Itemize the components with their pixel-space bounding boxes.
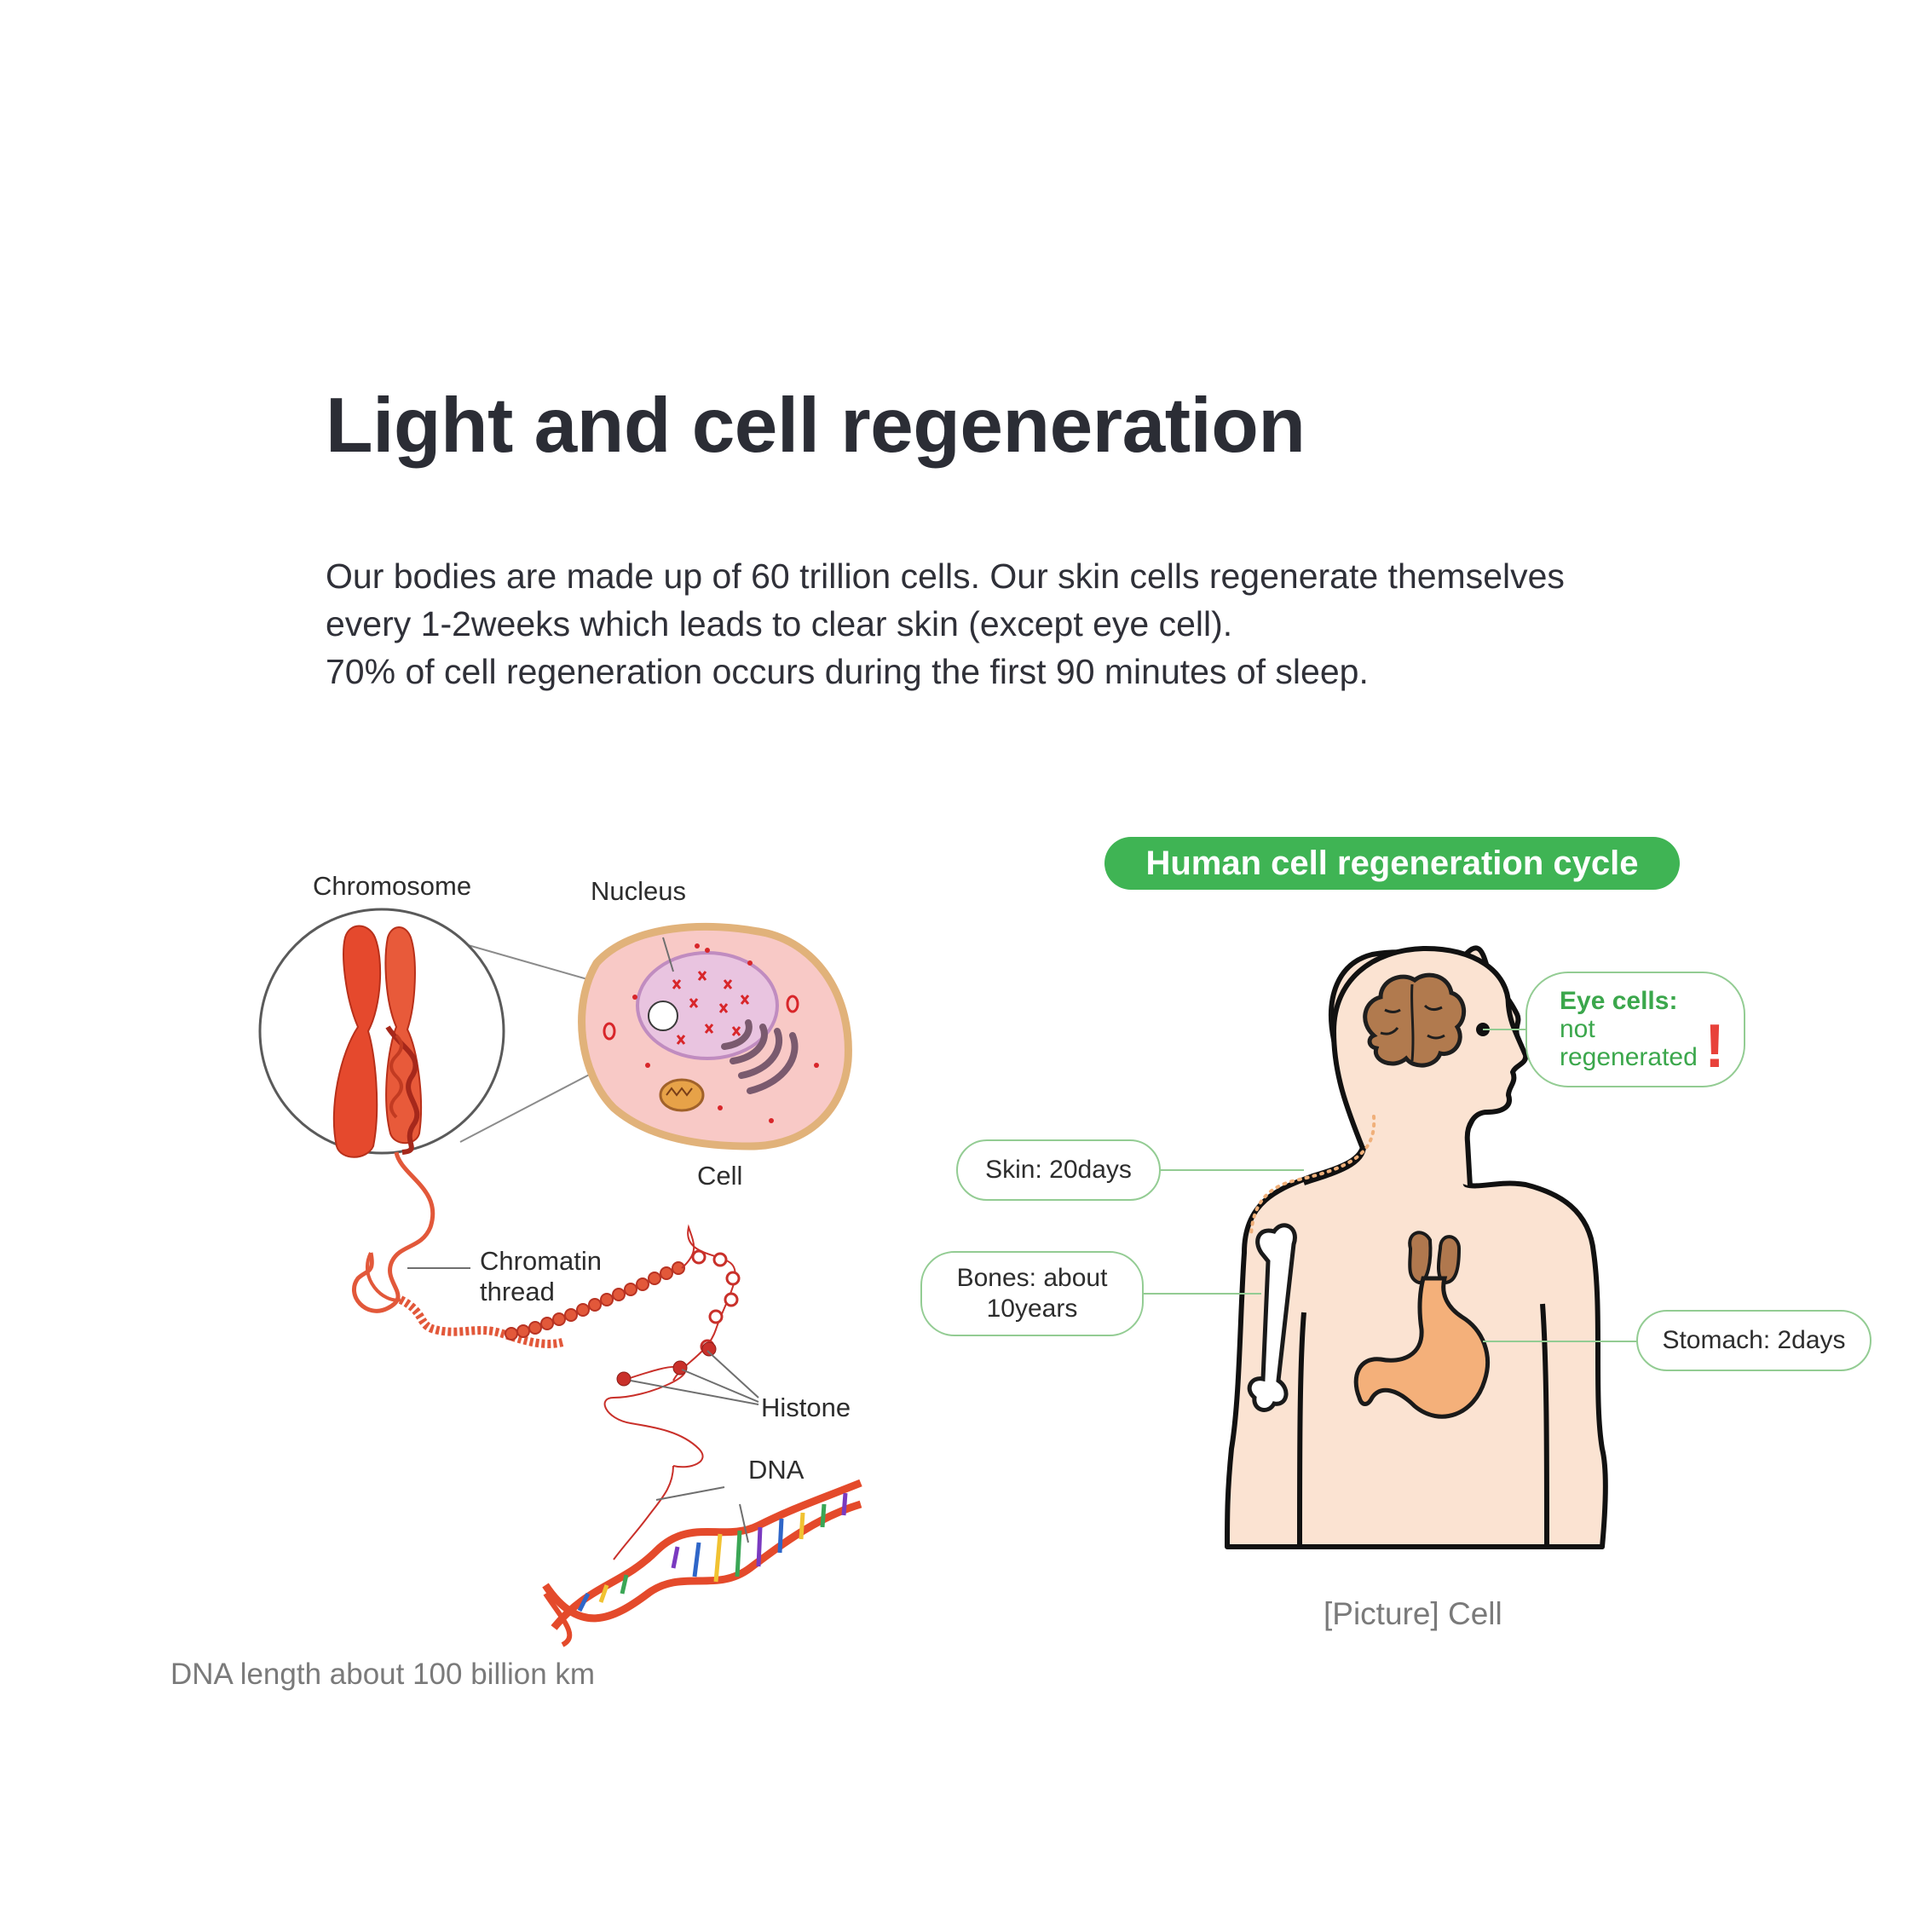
- label-chromosome: Chromosome: [313, 871, 472, 901]
- dna-length-caption: DNA length about 100 billion km: [170, 1658, 596, 1691]
- chromosome-shape: [332, 925, 423, 1158]
- eye-cells-line: not: [1560, 1015, 1595, 1043]
- intro-line: Our bodies are made up of 60 trillion ce…: [326, 557, 1565, 596]
- label-chromatin-line2: thread: [480, 1277, 555, 1306]
- eye-cells-bubble: Eye cells: not regenerated: [1525, 972, 1745, 1087]
- label-cell: Cell: [697, 1161, 743, 1191]
- chromosome-zoom-circle: [258, 908, 505, 1155]
- label-chromatin-line1: Chromatin: [480, 1246, 602, 1276]
- label-nucleus: Nucleus: [591, 876, 686, 906]
- stomach-shape: [1353, 1276, 1490, 1419]
- dna-helix: [542, 1465, 862, 1647]
- alert-icon: !: [1704, 1012, 1725, 1081]
- cycle-title-pill: Human cell regeneration cycle: [1104, 837, 1680, 890]
- intro-line: 70% of cell regeneration occurs during t…: [326, 652, 1369, 691]
- stomach-bubble: Stomach: 2days: [1636, 1310, 1871, 1371]
- eye-cells-heading: Eye cells:: [1560, 987, 1678, 1015]
- label-histone: Histone: [761, 1393, 851, 1422]
- bone-shape: [1247, 1223, 1297, 1412]
- page-title: Light and cell regeneration: [326, 383, 1306, 469]
- skin-bubble: Skin: 20days: [956, 1139, 1161, 1201]
- intro-line: every 1-2weeks which leads to clear skin…: [326, 604, 1233, 643]
- human-body-art: [1142, 945, 1645, 1549]
- bones-bubble: Bones: about 10years: [920, 1251, 1144, 1336]
- cell-shape: [578, 922, 852, 1151]
- picture-caption: [Picture] Cell: [1324, 1596, 1502, 1631]
- intro-paragraph: Our bodies are made up of 60 trillion ce…: [326, 552, 1732, 695]
- label-dna: DNA: [748, 1455, 805, 1485]
- eye-cells-line: regenerated: [1560, 1043, 1698, 1071]
- bones-line: 10years: [986, 1295, 1078, 1323]
- brain-shape: [1363, 972, 1467, 1068]
- cell-diagram-art: [258, 908, 862, 1647]
- bones-line: Bones: about: [956, 1264, 1108, 1292]
